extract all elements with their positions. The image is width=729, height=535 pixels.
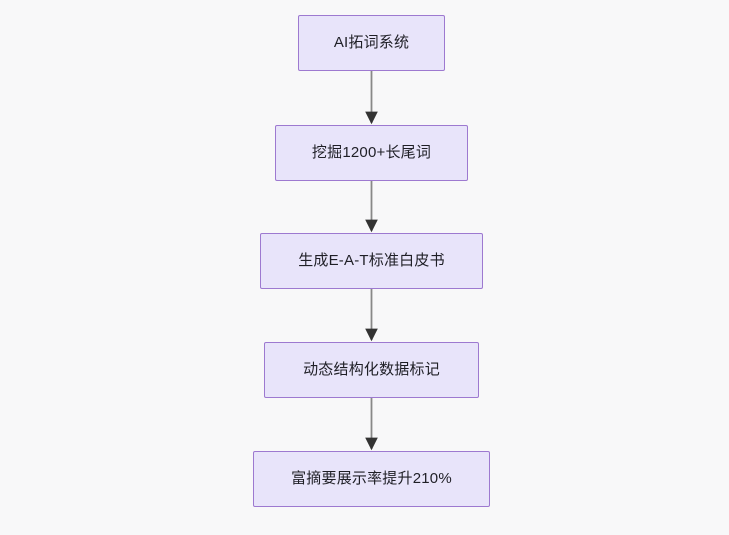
flow-node-rich-snippet-uplift[interactable]: 富摘要展示率提升210% — [253, 451, 490, 507]
flow-node-label: 动态结构化数据标记 — [303, 361, 440, 378]
flow-node-ai-keyword-system[interactable]: AI拓词系统 — [298, 15, 445, 71]
flow-node-structured-data-markup[interactable]: 动态结构化数据标记 — [264, 342, 479, 398]
flow-node-label: 生成E-A-T标准白皮书 — [298, 252, 445, 269]
flow-node-longtail-keywords[interactable]: 挖掘1200+长尾词 — [275, 125, 468, 181]
flow-node-eat-whitepaper[interactable]: 生成E-A-T标准白皮书 — [260, 233, 483, 289]
flow-node-label: 富摘要展示率提升210% — [291, 470, 452, 487]
flow-node-label: AI拓词系统 — [333, 34, 410, 51]
flow-node-label: 挖掘1200+长尾词 — [311, 144, 432, 161]
